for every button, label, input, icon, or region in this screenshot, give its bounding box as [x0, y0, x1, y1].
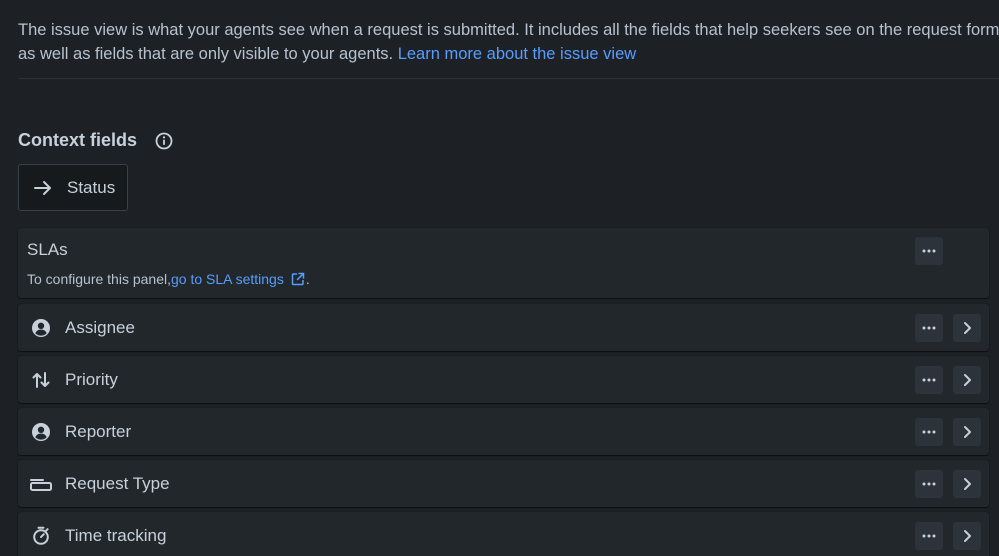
arrow-right-icon: [33, 178, 53, 198]
more-icon: [920, 319, 938, 337]
context-fields-title: Context fields: [18, 130, 138, 150]
context-fields-header: Context fields: [18, 130, 173, 151]
info-icon[interactable]: [155, 132, 173, 150]
sla-config-note: To configure this panel, go to SLA setti…: [27, 271, 310, 287]
learn-more-link[interactable]: Learn more about the issue view: [397, 45, 637, 63]
chevron-right-icon: [958, 423, 976, 441]
more-icon: [920, 242, 938, 260]
person-icon: [31, 422, 51, 442]
sla-note-prefix: To configure this panel,: [27, 271, 171, 287]
sla-panel: SLAs To configure this panel, go to SLA …: [18, 228, 989, 298]
field-label-assignee: Assignee: [65, 317, 135, 337]
more-icon: [920, 371, 938, 389]
assignee-more-button[interactable]: [915, 314, 943, 342]
sla-settings-link-label: go to SLA settings: [170, 271, 284, 287]
request-type-expand-button[interactable]: [953, 470, 981, 498]
sla-more-button[interactable]: [915, 237, 943, 265]
intro-line-2-text: as well as fields that are only visible …: [18, 45, 394, 63]
time-tracking-more-button[interactable]: [915, 522, 943, 550]
status-field-chip[interactable]: Status: [18, 164, 128, 211]
sla-settings-link[interactable]: go to SLA settings: [171, 271, 306, 287]
field-label-time-tracking: Time tracking: [65, 525, 167, 545]
request-type-icon: [29, 474, 53, 494]
intro-line-2: as well as fields that are only visible …: [18, 42, 999, 66]
chevron-right-icon: [958, 371, 976, 389]
stopwatch-icon: [31, 526, 51, 546]
person-icon: [31, 318, 51, 338]
external-link-icon: [284, 271, 306, 287]
field-label-reporter: Reporter: [65, 421, 132, 441]
more-icon: [920, 527, 938, 545]
priority-more-button[interactable]: [915, 366, 943, 394]
reporter-more-button[interactable]: [915, 418, 943, 446]
priority-expand-button[interactable]: [953, 366, 981, 394]
chevron-right-icon: [958, 319, 976, 337]
intro-line-1: The issue view is what your agents see w…: [18, 21, 999, 39]
assignee-expand-button[interactable]: [953, 314, 981, 342]
field-row-time-tracking[interactable]: Time tracking: [18, 512, 989, 556]
chevron-right-icon: [958, 527, 976, 545]
sla-note-suffix: .: [305, 271, 310, 287]
field-row-assignee[interactable]: Assignee: [18, 304, 989, 351]
intro-text: The issue view is what your agents see w…: [18, 18, 999, 66]
field-label-request-type: Request Type: [65, 473, 170, 493]
priority-arrows-icon: [31, 370, 51, 390]
reporter-expand-button[interactable]: [953, 418, 981, 446]
time-tracking-expand-button[interactable]: [953, 522, 981, 550]
field-row-reporter[interactable]: Reporter: [18, 408, 989, 455]
status-label: Status: [67, 177, 116, 197]
section-divider: [18, 78, 999, 79]
request-type-more-button[interactable]: [915, 470, 943, 498]
chevron-right-icon: [958, 475, 976, 493]
field-label-priority: Priority: [65, 369, 118, 389]
more-icon: [920, 423, 938, 441]
sla-title: SLAs: [27, 240, 68, 259]
field-row-priority[interactable]: Priority: [18, 356, 989, 403]
more-icon: [920, 475, 938, 493]
field-row-request-type[interactable]: Request Type: [18, 460, 989, 507]
